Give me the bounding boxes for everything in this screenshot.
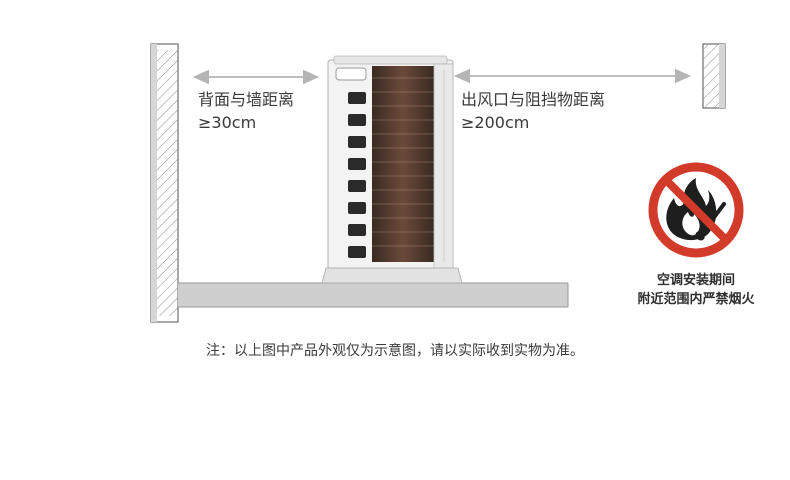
floor-slab [178, 282, 569, 308]
ac-outdoor-unit [321, 55, 463, 284]
back-clearance-title: 背面与墙距离 [198, 90, 295, 109]
back-clearance-value: ≥30cm [198, 113, 257, 132]
outlet-clearance-value: ≥200cm [461, 113, 530, 132]
right-wall [702, 43, 726, 109]
outlet-clearance-title: 出风口与阻挡物距离 [461, 90, 606, 109]
warning-line-2: 附近范围内严禁烟火 [637, 292, 755, 307]
left-wall [150, 43, 179, 323]
disclaimer-note: 注：以上图中产品外观仅为示意图，请以实际收到实物为准。 [206, 343, 584, 359]
no-fire-icon [648, 162, 744, 258]
warning-line-1: 空调安装期间 [656, 273, 735, 288]
